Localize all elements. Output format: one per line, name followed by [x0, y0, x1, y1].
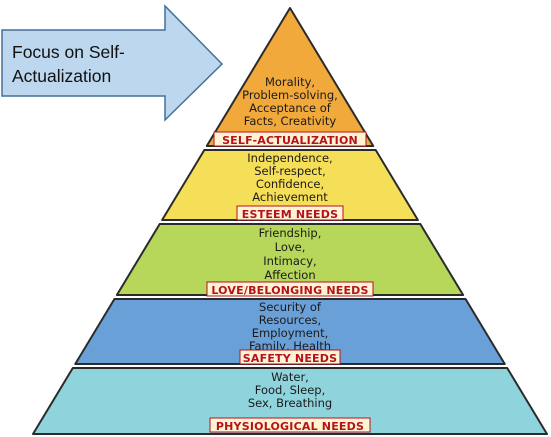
- callout-label-line: Actualization: [12, 66, 111, 86]
- tier-description-line: Acceptance of: [249, 101, 332, 115]
- tier-description-line: Problem-solving,: [242, 88, 338, 102]
- tier-shape: [161, 149, 419, 221]
- tier-description-line: Achievement: [252, 190, 328, 204]
- tier-banner-label: SAFETY NEEDS: [243, 352, 337, 365]
- tier-description-line: Confidence,: [256, 177, 324, 191]
- pyramid: Morality,Problem-solving,Acceptance ofFa…: [32, 7, 548, 435]
- tier-shape: [115, 223, 465, 296]
- tier-esteem: Independence,Self-respect,Confidence,Ach…: [161, 149, 419, 221]
- tier-description-line: Independence,: [247, 151, 332, 165]
- callout-label-line: Focus on Self-: [12, 42, 125, 62]
- tier-banner: [236, 205, 344, 221]
- tier-banner: [213, 131, 367, 147]
- tier-banner: [239, 349, 341, 365]
- tier-description-line: Food, Sleep,: [255, 383, 326, 397]
- tier-banner-label: ESTEEM NEEDS: [242, 208, 338, 221]
- tier-banner-label: PHYSIOLOGICAL NEEDS: [216, 420, 364, 433]
- tier-banner: [206, 281, 374, 297]
- tier-love-belonging: Friendship,Love,Intimacy,AffectionLOVE/B…: [115, 223, 465, 297]
- tier-description-line: Employment,: [252, 326, 329, 340]
- tier-description-line: Self-respect,: [254, 164, 326, 178]
- tier-safety: Security ofResources,Employment,Family, …: [74, 298, 506, 365]
- tier-description-line: Security of: [259, 300, 322, 314]
- tier-banner: [209, 417, 371, 433]
- tier-shape: [32, 367, 548, 435]
- tier-description-line: Morality,: [265, 75, 315, 89]
- tier-description-line: Intimacy,: [263, 254, 316, 268]
- tier-banner-label: SELF-ACTUALIZATION: [222, 134, 358, 147]
- tier-self-actualization: Morality,Problem-solving,Acceptance ofFa…: [205, 7, 375, 147]
- tier-description-line: Sex, Breathing: [248, 396, 332, 410]
- tier-description-line: Friendship,: [259, 226, 322, 240]
- callout-arrow: Focus on Self- Actualization: [1, 4, 224, 122]
- tier-description-line: Love,: [275, 240, 306, 254]
- tier-shape: [74, 298, 506, 365]
- arrow-shape: [1, 4, 224, 122]
- tier-physiological: Water,Food, Sleep,Sex, BreathingPHYSIOLO…: [32, 367, 548, 435]
- tier-description-line: Affection: [264, 268, 315, 282]
- tier-description-line: Facts, Creativity: [244, 114, 337, 128]
- tier-banner-label: LOVE/BELONGING NEEDS: [211, 284, 368, 297]
- tier-description-line: Resources,: [259, 313, 321, 327]
- tier-description-line: Water,: [271, 370, 309, 384]
